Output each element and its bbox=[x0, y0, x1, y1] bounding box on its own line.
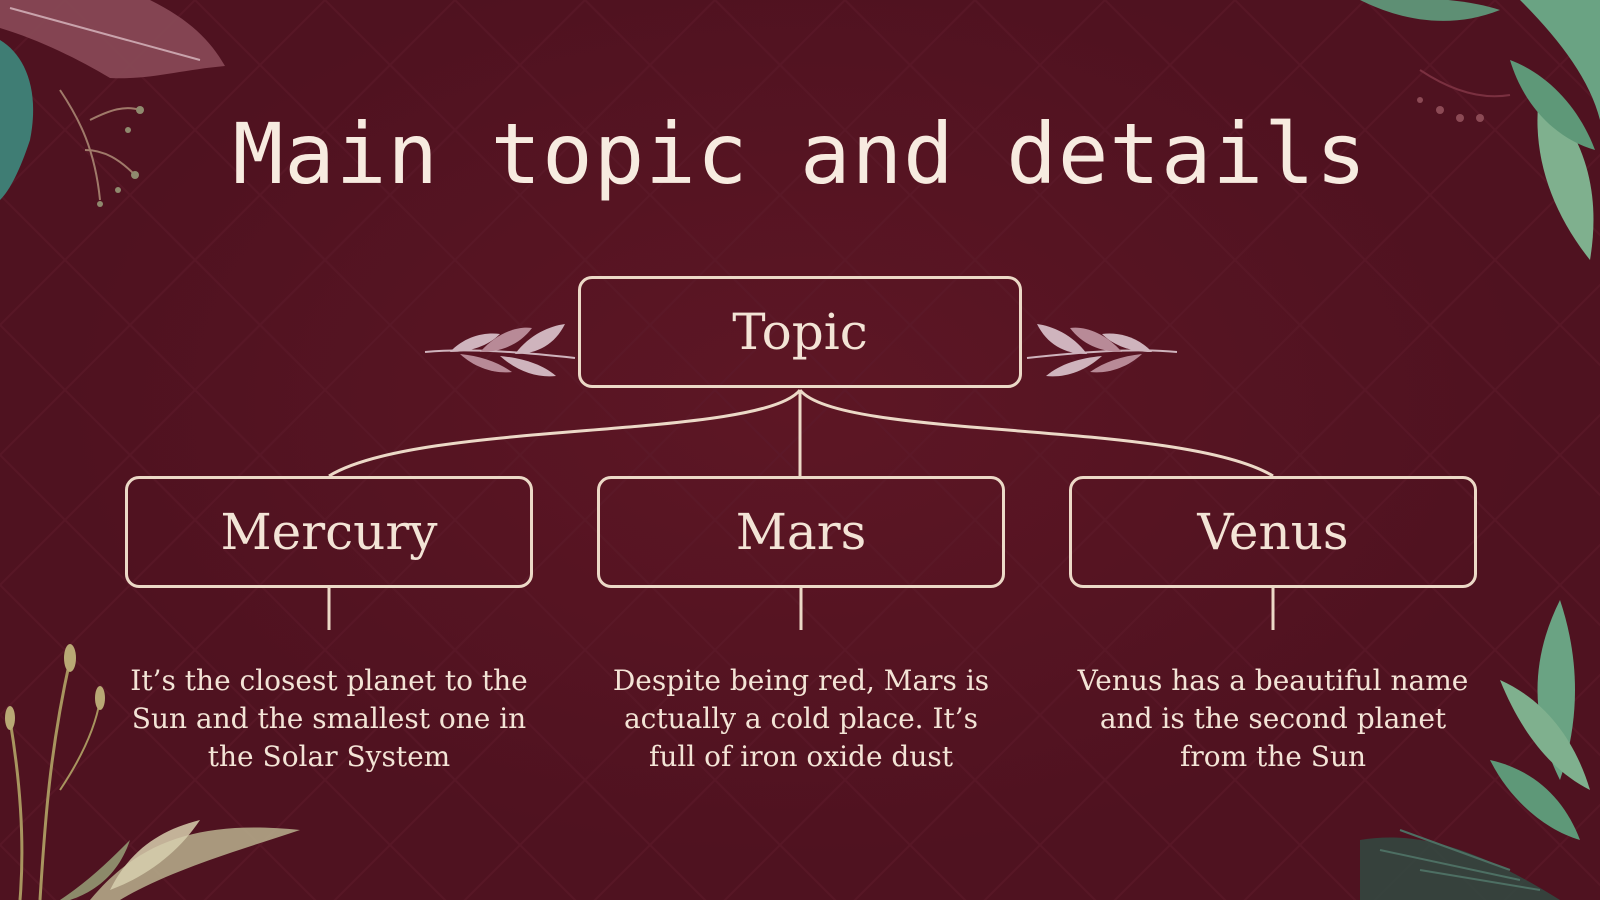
detail-label: Mercury bbox=[220, 503, 438, 561]
plant-sprigs-bottom-left-decoration bbox=[5, 644, 300, 900]
connector-topic-to-left bbox=[328, 389, 802, 478]
detail-description-venus: Venus has a beautiful name and is the se… bbox=[1077, 664, 1469, 773]
topic-label: Topic bbox=[732, 303, 868, 361]
leaf-sprig-left-decoration bbox=[424, 324, 576, 377]
detail-label: Mars bbox=[735, 503, 867, 561]
connector-topic-to-right bbox=[798, 389, 1274, 478]
detail-label: Venus bbox=[1197, 503, 1349, 561]
slide-title: Main topic and details bbox=[232, 105, 1368, 203]
leaf-sprig-right-decoration bbox=[1026, 324, 1178, 377]
detail-box-mars: Mars bbox=[597, 476, 1005, 588]
green-leaves-bottom-right-decoration bbox=[1360, 600, 1590, 900]
topic-box: Topic bbox=[578, 276, 1022, 388]
holly-leaves-top-left-decoration bbox=[0, 0, 225, 207]
green-leaves-top-right-decoration bbox=[1360, 0, 1600, 260]
detail-box-venus: Venus bbox=[1069, 476, 1477, 588]
detail-description-mercury: It’s the closest planet to the Sun and t… bbox=[130, 664, 528, 773]
detail-description-mars: Despite being red, Mars is actually a co… bbox=[612, 664, 990, 773]
detail-box-mercury: Mercury bbox=[125, 476, 533, 588]
